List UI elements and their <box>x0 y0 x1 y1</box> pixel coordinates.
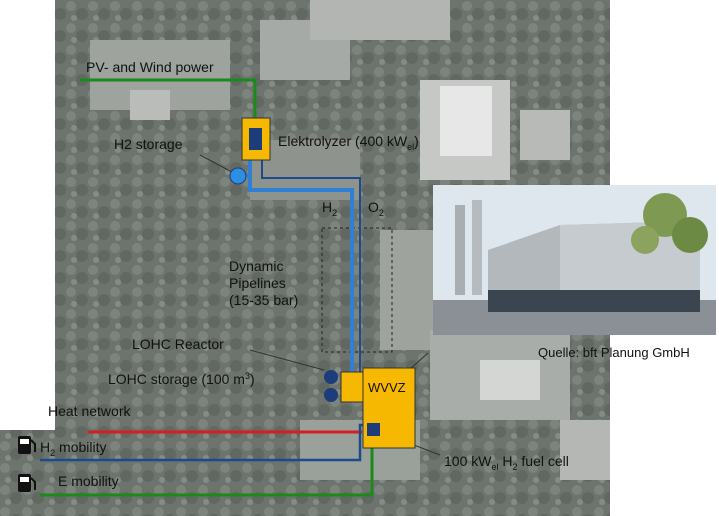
fuel-cell-unit <box>367 423 380 436</box>
lohc-reactor-label: LOHC Reactor <box>132 336 224 352</box>
dynamic-pipelines-label-2: Pipelines <box>229 275 286 291</box>
h2-label: H2 <box>322 199 337 218</box>
charging-station-icon <box>18 474 36 492</box>
pv-wind-power-line <box>80 78 257 118</box>
elektrolyzer-unit <box>241 117 271 161</box>
photo-credit: Quelle: bft Planung GmbH <box>538 345 690 360</box>
e-mobility-label: E mobility <box>58 473 119 489</box>
o2-label: O2 <box>368 199 384 218</box>
e-mobility-line <box>40 440 374 497</box>
lohc-storage-label: LOHC storage (100 m3) <box>108 371 255 387</box>
fuel-pump-icon <box>18 436 36 454</box>
dynamic-pipelines-label-1: Dynamic <box>229 258 283 274</box>
building-photo <box>433 185 716 335</box>
elektrolyzer-label: Elektrolyzer (400 kWel) <box>278 133 419 152</box>
lohc-tanks <box>324 370 338 402</box>
h2-storage-tank <box>229 167 247 185</box>
fuel-cell-label: 100 kWel H2 fuel cell <box>444 453 569 472</box>
dynamic-pipelines-label-3: (15-35 bar) <box>229 292 298 308</box>
dynamic-pipelines-region <box>321 227 393 353</box>
lohc-reactor-unit <box>340 371 364 403</box>
wvvz-label: WVVZ <box>368 380 406 395</box>
wvvz-unit <box>362 367 416 449</box>
o2-pipeline <box>261 160 361 372</box>
pv-wind-label: PV- and Wind power <box>86 59 214 75</box>
heat-network-label: Heat network <box>48 403 131 419</box>
h2-storage-label: H2 storage <box>114 136 183 152</box>
h2-mobility-label: H2 mobility <box>40 439 107 458</box>
